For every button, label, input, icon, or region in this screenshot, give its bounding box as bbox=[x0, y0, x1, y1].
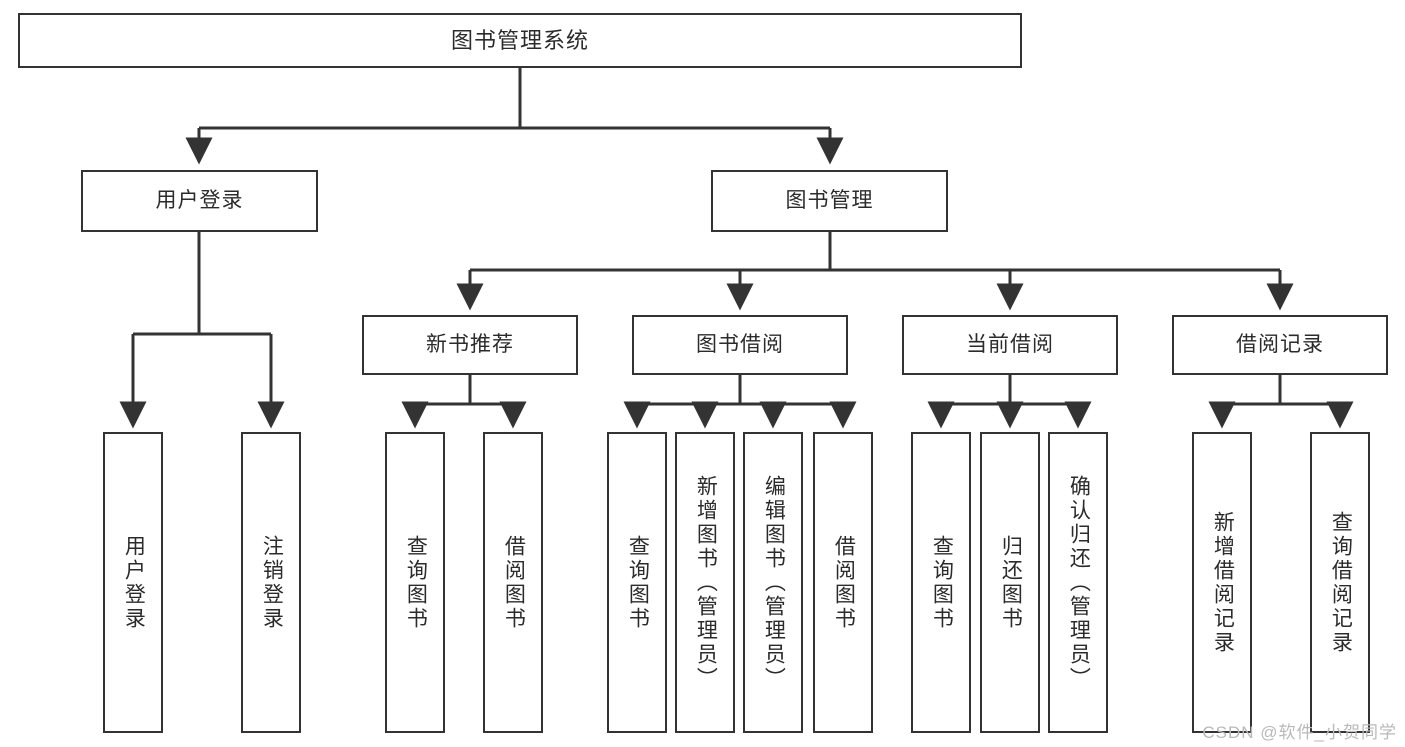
node-borrow-record[interactable]: 借阅记录 bbox=[1172, 315, 1388, 375]
node-label: 用户登录 bbox=[122, 534, 146, 631]
node-label: 用户登录 bbox=[155, 188, 244, 212]
node-label: 查询图书 bbox=[404, 534, 428, 631]
node-label: 查询借阅记录 bbox=[1329, 510, 1353, 655]
node-label: 当前借阅 bbox=[966, 332, 1054, 356]
node-label: 新书推荐 bbox=[426, 332, 514, 356]
node-user-login[interactable]: 用户登录 bbox=[81, 170, 318, 232]
node-label: 借阅记录 bbox=[1236, 332, 1324, 356]
node-label: 借阅图书 bbox=[832, 534, 856, 631]
node-leaf-borrow-book-recommend[interactable]: 借阅图书 bbox=[483, 432, 543, 733]
node-leaf-user-login[interactable]: 用户登录 bbox=[103, 432, 163, 733]
node-leaf-return-book[interactable]: 归还图书 bbox=[980, 432, 1040, 733]
node-book-borrow[interactable]: 图书借阅 bbox=[632, 315, 848, 375]
node-label: 查询图书 bbox=[626, 534, 650, 631]
node-leaf-borrow-book[interactable]: 借阅图书 bbox=[813, 432, 873, 733]
node-label: 图书管理 bbox=[785, 188, 874, 212]
node-label: 借阅图书 bbox=[502, 534, 526, 631]
node-label: 归还图书 bbox=[999, 534, 1023, 631]
node-leaf-add-borrow-record[interactable]: 新增借阅记录 bbox=[1192, 432, 1252, 733]
node-label: 图书管理系统 bbox=[450, 27, 589, 53]
node-root-library-management-system[interactable]: 图书管理系统 bbox=[18, 13, 1022, 68]
node-leaf-logout[interactable]: 注销登录 bbox=[241, 432, 301, 733]
node-book-management[interactable]: 图书管理 bbox=[711, 170, 948, 232]
node-leaf-query-borrow-record[interactable]: 查询借阅记录 bbox=[1310, 432, 1370, 733]
node-label: 确认归还（管理员） bbox=[1067, 474, 1091, 691]
node-leaf-edit-book-admin[interactable]: 编辑图书（管理员） bbox=[743, 432, 803, 733]
node-label: 查询图书 bbox=[930, 534, 954, 631]
node-leaf-add-book-admin[interactable]: 新增图书（管理员） bbox=[675, 432, 735, 733]
node-current-borrow[interactable]: 当前借阅 bbox=[902, 315, 1118, 375]
node-leaf-query-book-current[interactable]: 查询图书 bbox=[911, 432, 971, 733]
node-label: 编辑图书（管理员） bbox=[762, 474, 786, 691]
node-label: 注销登录 bbox=[260, 534, 284, 631]
node-leaf-query-book-borrow[interactable]: 查询图书 bbox=[607, 432, 667, 733]
node-label: 图书借阅 bbox=[696, 332, 784, 356]
node-label: 新增图书（管理员） bbox=[694, 474, 718, 691]
node-leaf-confirm-return-admin[interactable]: 确认归还（管理员） bbox=[1048, 432, 1108, 733]
node-leaf-query-book-recommend[interactable]: 查询图书 bbox=[385, 432, 445, 733]
watermark-text: CSDN @软件_小贺同学 bbox=[1202, 723, 1397, 742]
node-new-book-recommendation[interactable]: 新书推荐 bbox=[362, 315, 578, 375]
node-label: 新增借阅记录 bbox=[1211, 510, 1235, 655]
